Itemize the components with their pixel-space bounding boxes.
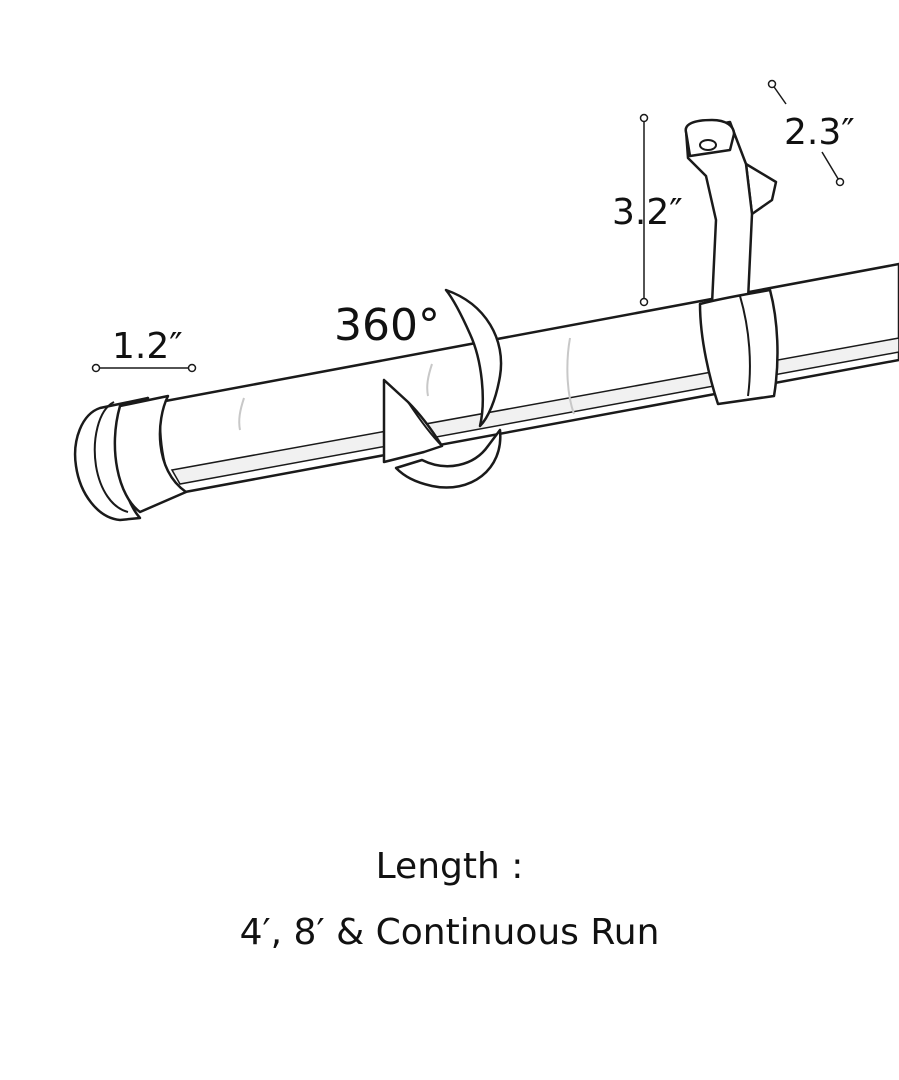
label-bracket-width: 2.3″ — [784, 112, 855, 153]
rod-joint-2 — [426, 363, 433, 397]
bracket-collar-inner — [739, 295, 751, 397]
dim-rod-diameter — [91, 363, 197, 373]
bracket — [684, 118, 779, 406]
end-cap — [73, 394, 188, 522]
screw-hole — [699, 139, 717, 151]
label-bracket-height: 3.2″ — [612, 192, 683, 233]
rotation-arrow-tail — [407, 401, 443, 447]
length-values: 4′, 8′ & Continuous Run — [239, 912, 660, 953]
rod-joint-1 — [238, 397, 245, 431]
dim-bracket-height — [639, 113, 649, 307]
rod — [158, 262, 899, 494]
length-title: Length : — [375, 846, 524, 887]
curtain-rod-diagram: 1.2″ 360° 3.2″ 2.3″ — [73, 79, 899, 522]
rotation-arc-bottom — [394, 428, 502, 489]
bracket-collar — [698, 288, 779, 406]
label-rod-diameter: 1.2″ — [112, 326, 183, 367]
end-cap-rim — [93, 401, 129, 513]
rotation-arc-top — [444, 288, 503, 428]
label-rotation: 360° — [334, 300, 440, 351]
bracket-plate — [684, 118, 736, 158]
dim-bracket-width — [767, 79, 845, 187]
rod-joint-3 — [566, 337, 575, 415]
rotation-arrow — [382, 288, 503, 489]
end-cap-collar — [113, 394, 188, 514]
